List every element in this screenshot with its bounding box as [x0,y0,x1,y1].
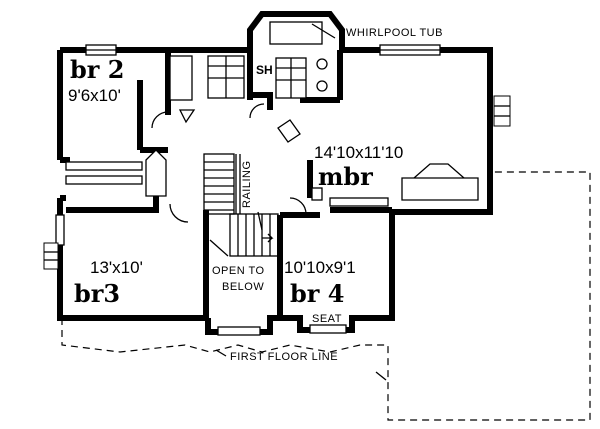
bath-fixtures [169,21,336,143]
br3-name: br3 [74,279,120,308]
fireplace [401,163,479,201]
chimneys [43,95,511,270]
br4-name: br 4 [290,279,344,308]
mbr-size: 14'10x11'10 [314,143,403,162]
callout-leaders [215,211,387,381]
stairs [203,153,279,257]
br3-size: 13'x10' [90,258,143,277]
open-to-label: OPEN TO [212,265,265,277]
seat-label: SEAT [312,313,342,325]
shower-label: SH [256,63,273,77]
hall-features [145,149,323,201]
whirlpool-tub-label: WHIRLPOOL TUB [346,27,443,39]
first-floor-line-label: FIRST FLOOR LINE [230,351,338,363]
mbr-name: mbr [318,162,373,191]
railing-label: RAILING [241,160,253,208]
br2-size: 9'6x10' [68,86,121,105]
door-swings [151,103,307,223]
windows [55,44,441,336]
first-floor-outline [61,171,591,421]
br2-name: br 2 [70,55,124,84]
br4-size: 10'10x9'1 [284,258,356,277]
below-label: BELOW [222,281,264,293]
exterior-walls [57,11,493,335]
